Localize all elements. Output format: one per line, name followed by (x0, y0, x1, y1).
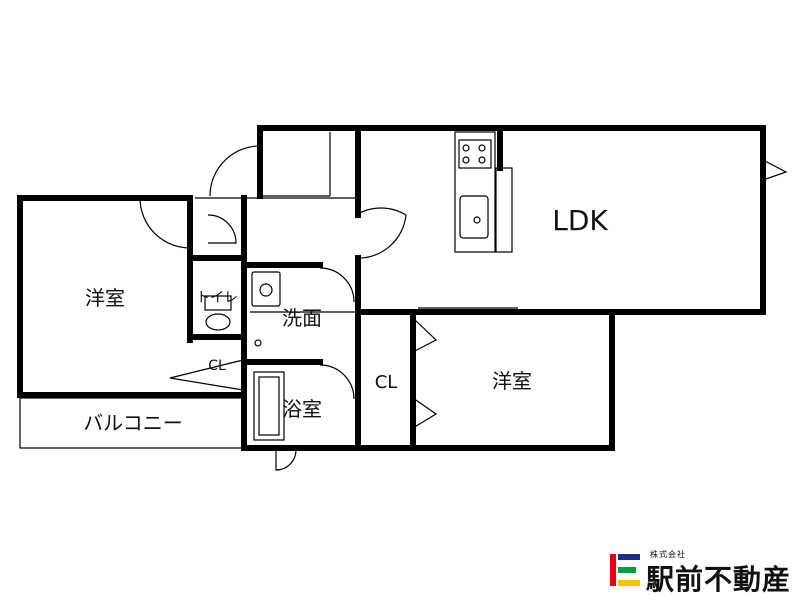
logo-company-name: 駅前不動産 (646, 563, 792, 596)
logo-company-type: 株式会社 (650, 550, 686, 559)
room-labels: LDK 洋室 洋室 トイレ 洗面 浴室 CL CL バルコニー (83, 204, 608, 435)
walls (17, 125, 766, 451)
washroom-label: 洗面 (282, 306, 322, 330)
company-logo: 株式会社 駅前不動産 (606, 548, 792, 596)
closet-small-label: CL (208, 358, 226, 374)
bathroom-label: 浴室 (282, 397, 322, 421)
western-room-left-label: 洋室 (85, 286, 125, 310)
toilet-label: トイレ (196, 290, 238, 306)
thin-lines (19, 131, 788, 471)
logo-mark-icon (610, 554, 640, 586)
western-room-right-label: 洋室 (492, 369, 532, 393)
closet-large-label: CL (375, 372, 398, 393)
balcony-label: バルコニー (83, 411, 183, 435)
ldk-label: LDK (552, 204, 608, 237)
